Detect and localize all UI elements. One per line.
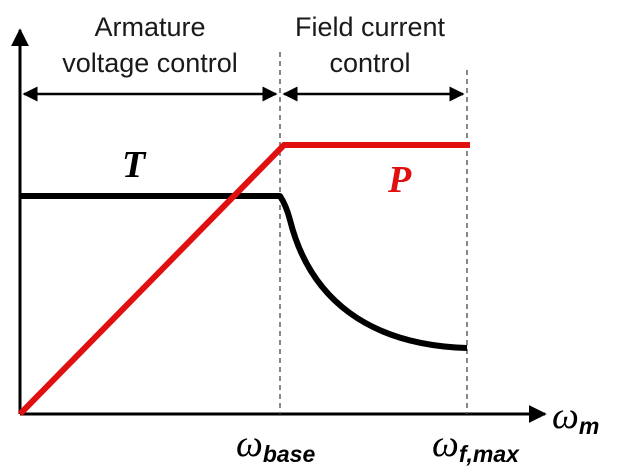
region-boundaries xyxy=(279,52,468,414)
field-label-line2: control xyxy=(329,48,410,78)
power-curve xyxy=(17,142,470,417)
region-labels: Armature voltage control Field current c… xyxy=(62,12,445,78)
omega-base-label: ωbase xyxy=(236,423,315,467)
omega-fmax-label: ωf,max xyxy=(432,423,520,467)
torque-label: T xyxy=(122,144,147,186)
armature-label-line1: Armature xyxy=(94,12,205,42)
x-axis-label: ωm xyxy=(552,395,599,439)
field-label-line1: Field current xyxy=(295,12,446,42)
power-label: P xyxy=(387,159,412,201)
axes xyxy=(10,28,547,423)
armature-label-line2: voltage control xyxy=(62,48,238,78)
torque-curve xyxy=(20,193,468,351)
